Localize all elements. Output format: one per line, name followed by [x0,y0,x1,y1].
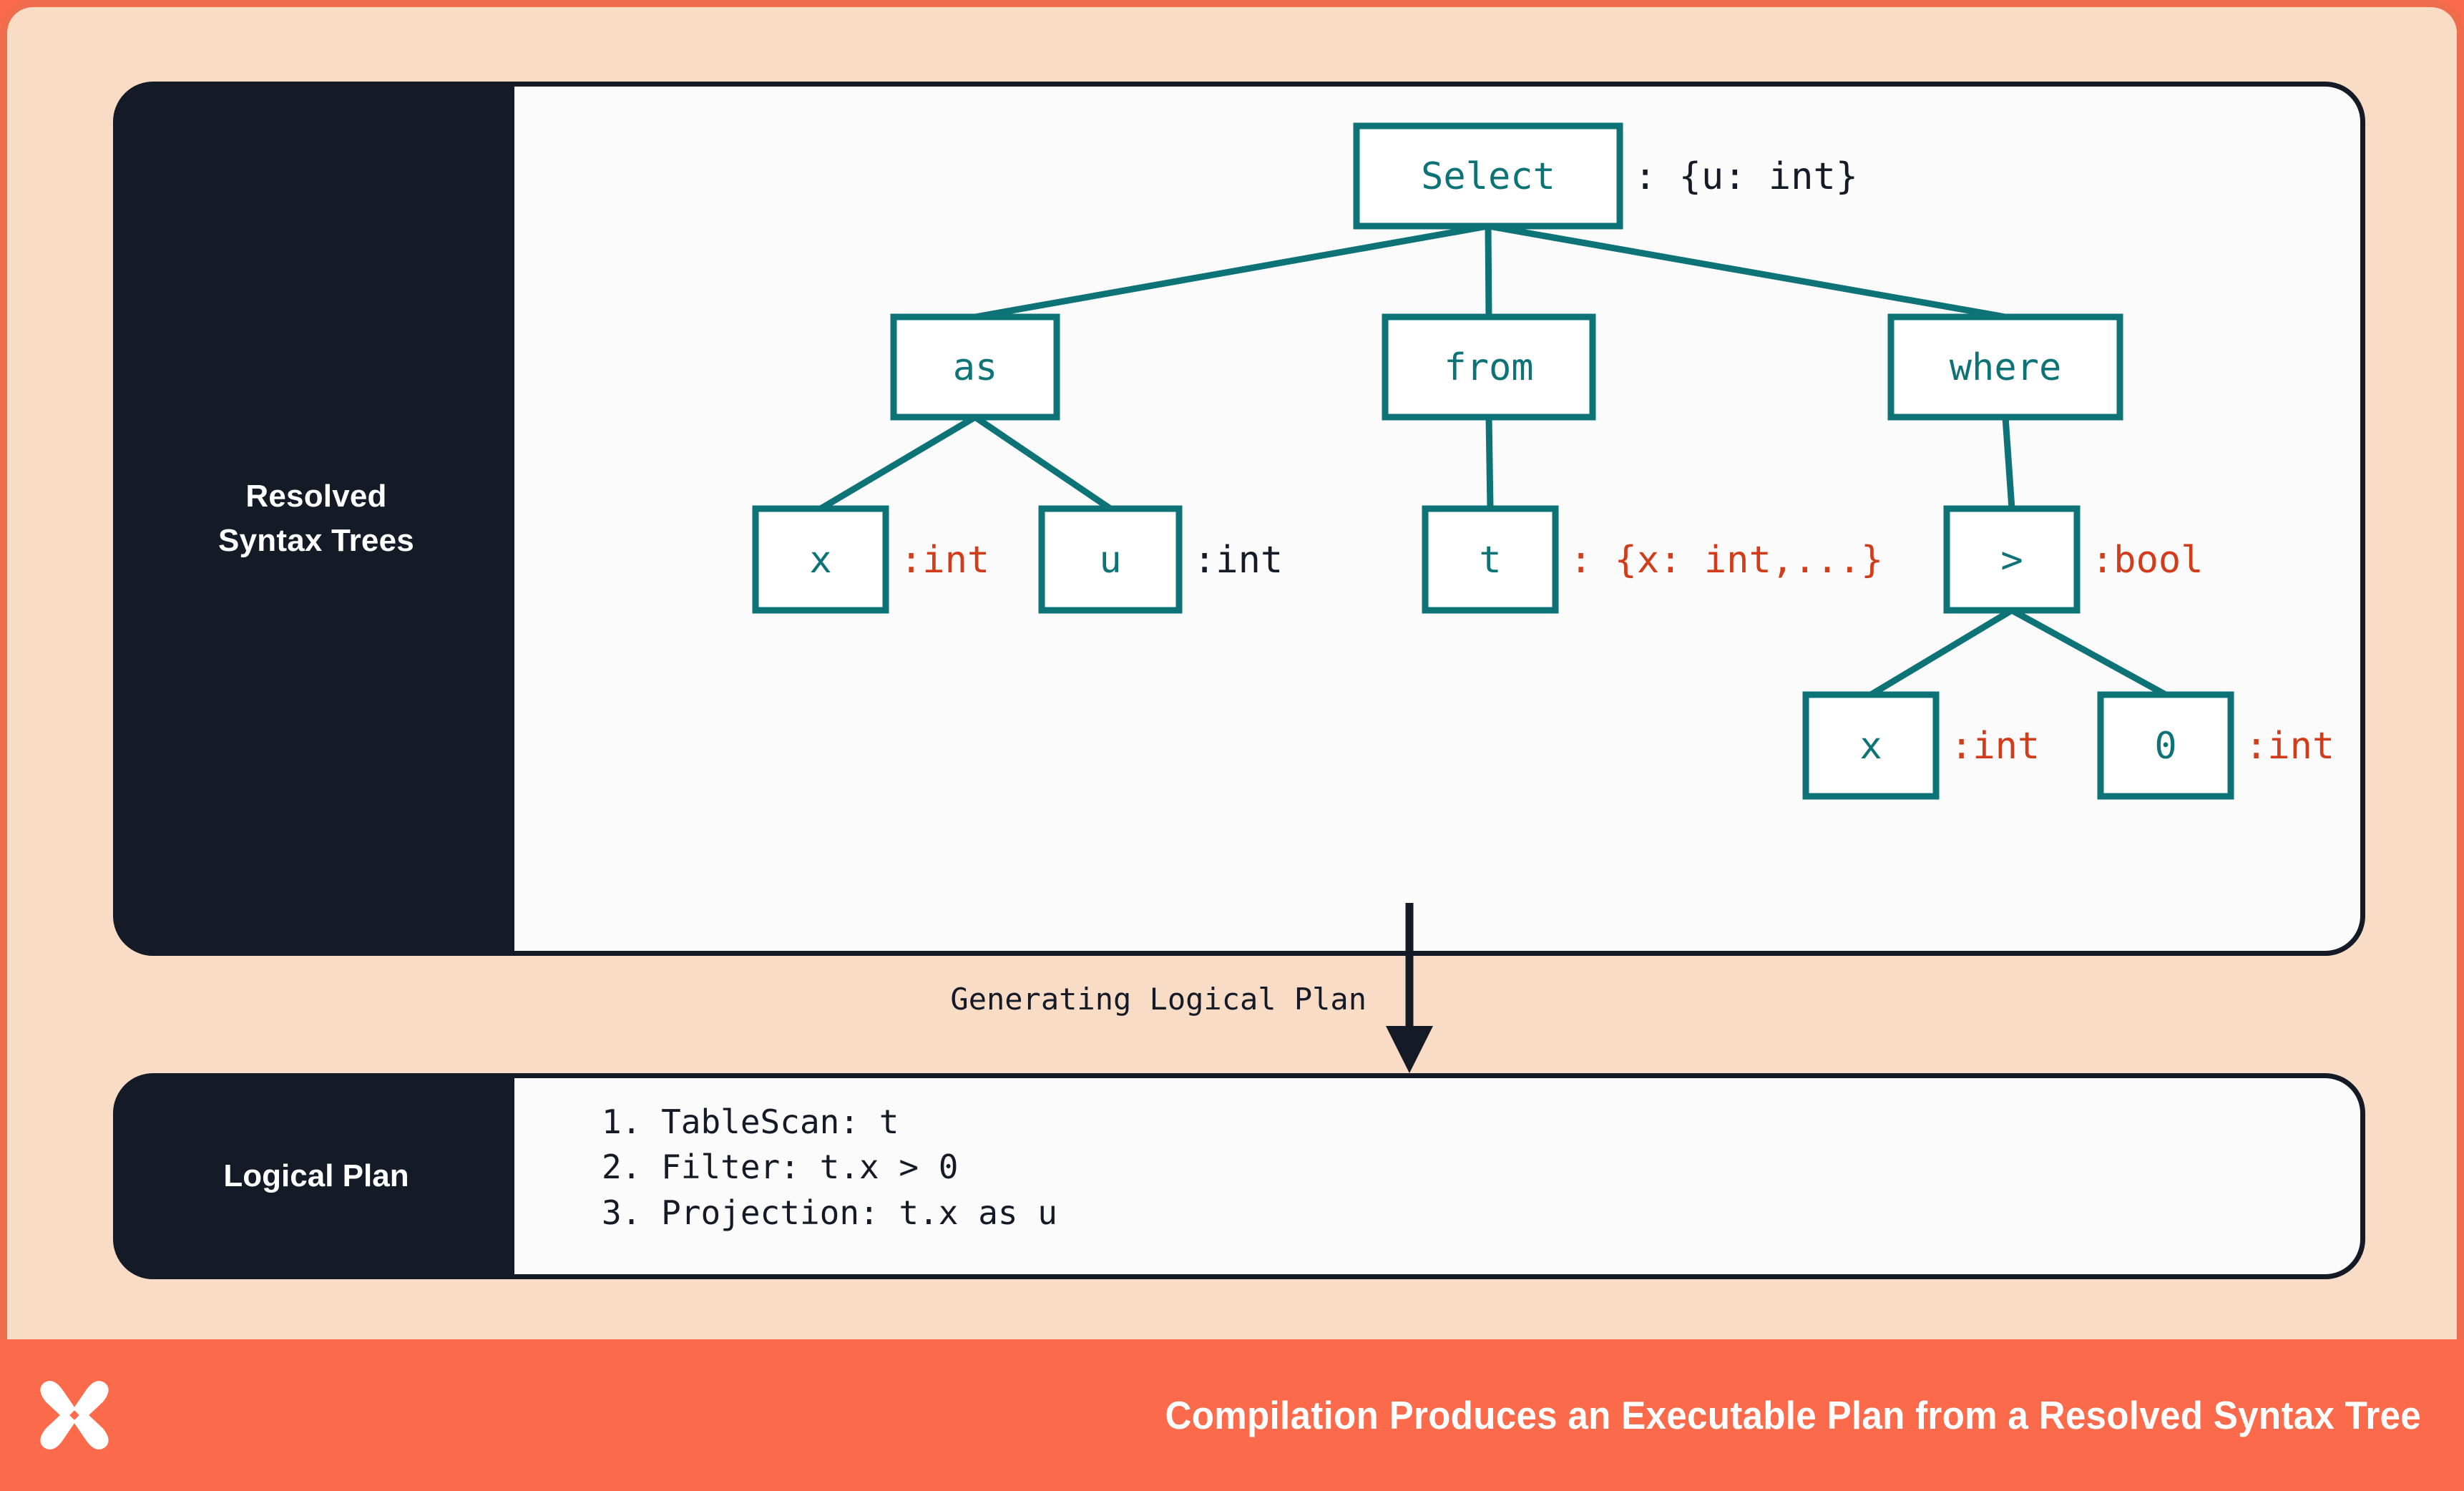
tree-node-type-annotation: :bool [2091,539,2204,582]
tree-node-box [1353,122,1623,230]
tree-edge [1487,223,2006,321]
tree-edge [818,414,977,512]
tree-edge [2002,416,2015,509]
tree-node-box [890,313,1060,421]
stage-label-logical-plan: Logical Plan [118,1078,514,1274]
star-burst-logo-icon [40,1381,109,1450]
stage-resolved-syntax-trees: Resolved Syntax Trees Select : {u: int} as… [113,82,2365,956]
tree-node-gt-0[interactable]: 0 :int [2097,691,2335,800]
tree-edge [974,223,1489,321]
footer-bar: Compilation Produces an Executable Plan … [0,1339,2464,1491]
stage-label-resolved-syntax-trees: Resolved Syntax Trees [118,87,514,951]
tree-node-box [1943,505,2081,614]
stage-connector: Generating Logical Plan [866,903,1467,1073]
tree-node-label: 0 [2154,725,2176,768]
tree-node-label: u [1099,539,1121,582]
tree-node-group: Select : {u: int} as from where x :int u :int t : … [752,122,2335,800]
tree-node-type-annotation: :int [2245,725,2335,768]
stage-label-line1: Logical Plan [223,1158,409,1193]
stage-label-line1: Resolved [245,478,387,514]
stage-label-line2: Syntax Trees [218,523,414,558]
tree-node-type-annotation: : {u: int} [1634,155,1858,198]
logical-plan-row: 1. TableScan: t [602,1103,899,1141]
tree-edge-group [818,223,2168,698]
tree-node-box [2097,691,2234,800]
tree-node-label: x [1859,725,1882,768]
tree-edge [1485,225,1492,318]
tree-node-gt[interactable]: > :bool [1943,505,2204,614]
tree-edge [1869,607,2014,698]
tree-node-type-annotation: : {x: int,...} [1570,539,1883,582]
logical-plan-row: 2. Filter: t.x > 0 [602,1148,959,1187]
tree-node-select[interactable]: Select : {u: int} [1353,122,1858,230]
tree-node-type-annotation: :int [1950,725,2040,768]
tree-node-label: as [953,346,998,389]
tree-node-type-annotation: :int [1193,539,1283,582]
tree-node-where[interactable]: where [1887,313,2123,421]
tree-node-label: > [2000,539,2023,582]
tree-node-from[interactable]: from [1382,313,1596,421]
tree-node-box [1382,313,1596,421]
tree-node-type-annotation: :int [900,539,989,582]
tree-edge [2010,607,2168,698]
tree-node-label: t [1479,539,1501,582]
connector-label: Generating Logical Plan [950,982,1367,1017]
syntax-tree-canvas: Select : {u: int} as from where x :int u :int t : … [514,87,2360,951]
tree-node-gt-x[interactable]: x :int [1802,691,2040,800]
tree-node-box [1802,691,1940,800]
tree-edge [1485,416,1494,509]
footer-caption: Compilation Produces an Executable Plan … [1165,1393,2421,1437]
down-arrow-icon [1386,903,1433,1073]
tree-node-box [752,505,889,614]
tree-node-as[interactable]: as [890,313,1060,421]
tree-node-from-t[interactable]: t : {x: int,...} [1422,505,1883,614]
tree-node-label: Select [1421,155,1555,198]
syntax-tree-svg: Select : {u: int} as from where x :int u :int t : … [752,122,2335,800]
content-panel: Resolved Syntax Trees Select : {u: int} as… [0,0,2464,1339]
tree-node-as-x[interactable]: x :int [752,505,989,614]
tree-node-label: from [1444,346,1533,389]
logical-plan-list: 1. TableScan: t 2. Filter: t.x > 0 3. Proj… [514,1078,2360,1236]
tree-node-box [1038,505,1183,614]
tree-node-box [1887,313,2123,421]
tree-node-as-u[interactable]: u :int [1038,505,1283,614]
stage-logical-plan: Logical Plan 1. TableScan: t 2. Filter: t… [113,1073,2365,1279]
tree-edge [973,414,1113,512]
tree-node-box [1422,505,1559,614]
tree-node-label: x [809,539,831,582]
logical-plan-row: 3. Projection: t.x as u [602,1193,1057,1232]
tree-node-label: where [1950,346,2062,389]
logical-plan-body: 1. TableScan: t 2. Filter: t.x > 0 3. Proj… [514,1078,2360,1274]
